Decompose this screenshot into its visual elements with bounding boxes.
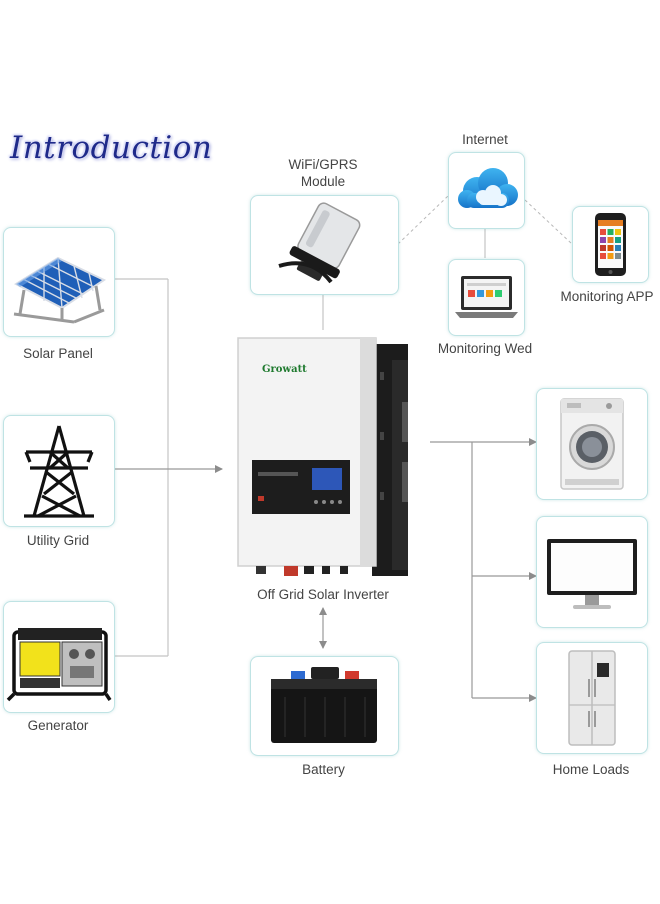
utility-grid-box — [3, 415, 115, 527]
battery-icon — [271, 667, 377, 743]
solar-panel-icon — [13, 256, 107, 324]
monitoring-web-label: Monitoring Wed — [437, 341, 533, 356]
utility-grid-label: Utility Grid — [26, 533, 90, 548]
source-connector — [114, 278, 223, 657]
load-connector — [430, 438, 537, 702]
inverter-icon — [237, 337, 408, 576]
monitoring-app-label: Monitoring APP — [560, 289, 654, 304]
refrigerator-icon — [568, 650, 616, 746]
monitor-box — [536, 516, 648, 628]
smartphone-icon — [595, 213, 626, 276]
home-loads-label: Home Loads — [552, 762, 630, 777]
laptop-icon — [455, 276, 518, 318]
page-title: Introduction — [10, 130, 213, 166]
inverter-brand: Growatt — [262, 364, 307, 375]
refrigerator-box — [536, 642, 648, 754]
washing-machine-icon — [560, 398, 624, 490]
monitoring-app-box — [572, 206, 649, 283]
solar-panel-box — [3, 227, 115, 337]
cloud-icon — [458, 168, 518, 208]
power-tower-icon — [24, 425, 94, 518]
inverter-image: Growatt — [232, 332, 430, 584]
internet-label: Internet — [462, 132, 508, 147]
internet-box — [448, 152, 525, 229]
generator-label: Generator — [27, 718, 89, 733]
wifi-module-icon — [278, 202, 361, 284]
generator-box — [3, 601, 115, 713]
battery-box — [250, 656, 399, 756]
cloud-connector — [397, 195, 573, 245]
solar-panel-label: Solar Panel — [23, 346, 93, 361]
wifi-module-label: WiFi/GPRS Module — [288, 157, 358, 189]
generator-icon — [6, 628, 112, 702]
wifi-module-box — [250, 195, 399, 295]
washing-machine-box — [536, 388, 648, 500]
battery-label: Battery — [302, 762, 345, 777]
monitor-icon — [547, 539, 637, 609]
monitoring-web-box — [448, 259, 525, 336]
inverter-label: Off Grid Solar Inverter — [257, 587, 389, 602]
